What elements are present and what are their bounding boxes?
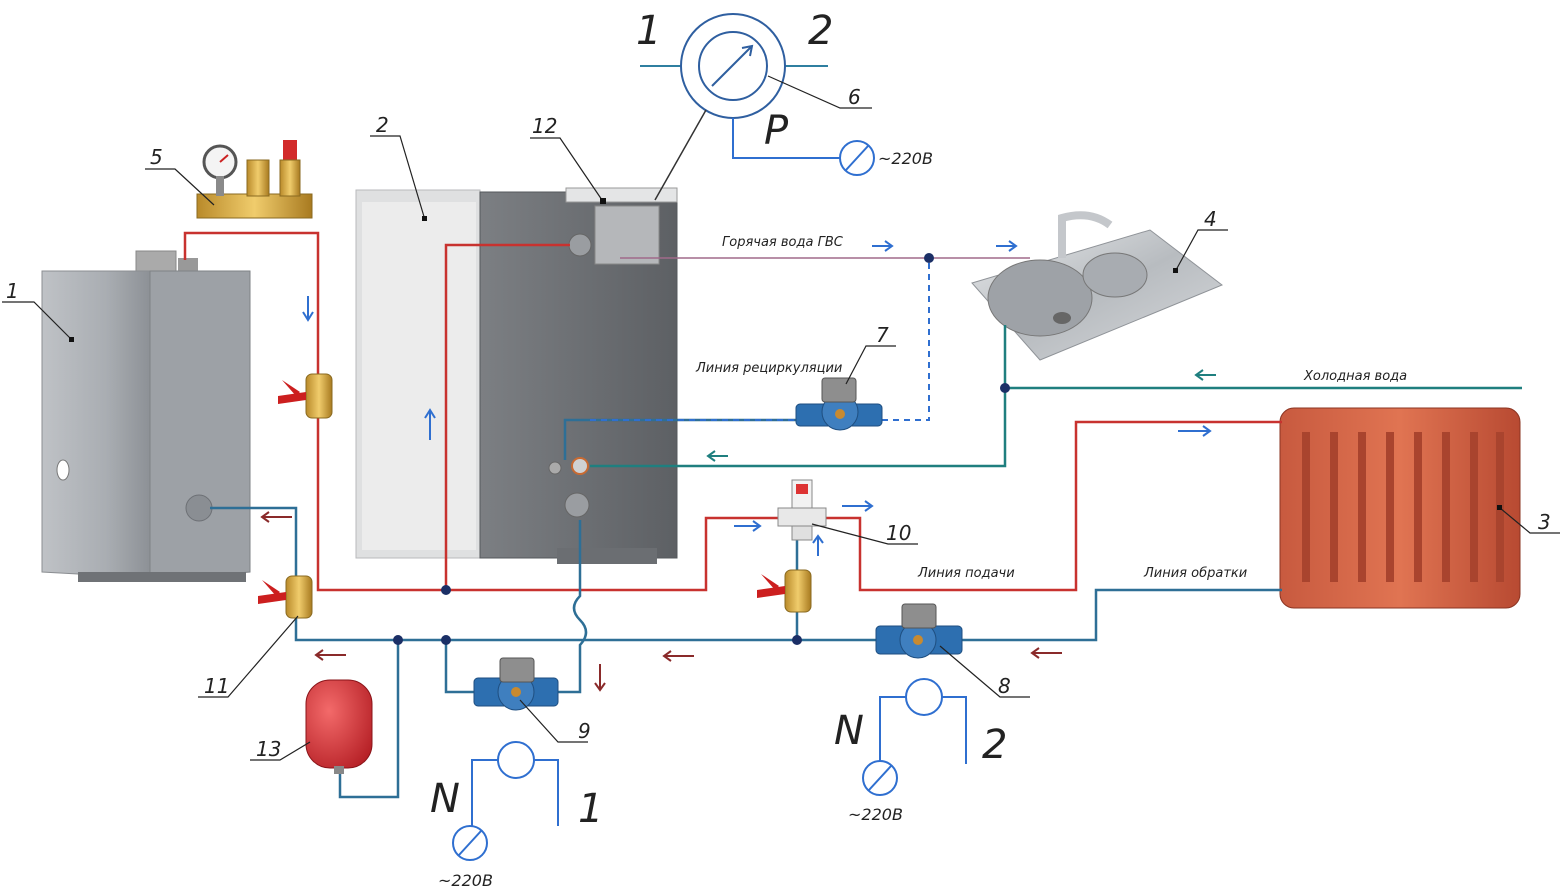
pump8-voltage: ~220В — [848, 805, 903, 824]
callout-sink: 4 — [1204, 207, 1217, 231]
pump9-neutral: N — [430, 776, 460, 822]
pump9-electrics — [452, 741, 559, 861]
callout-tank-pump: 9 — [578, 719, 591, 743]
recirculation-dashed — [590, 258, 930, 421]
ball-valve-return — [258, 575, 313, 619]
ball-valve-supply — [278, 373, 333, 419]
pump8-terminal-2: 2 — [982, 722, 1007, 768]
water-heater-tank — [355, 187, 678, 564]
callout-boiler: 1 — [6, 279, 19, 303]
cold-water-pipes — [590, 325, 1522, 468]
pressure-label: P — [764, 108, 789, 154]
expansion-tank — [305, 679, 373, 774]
pipe-junctions — [393, 253, 1010, 645]
recirculation-pump — [795, 377, 883, 431]
boiler — [41, 250, 251, 582]
leader-lines — [2, 75, 1560, 761]
callout-safety-group: 5 — [150, 145, 163, 169]
tank-pump — [473, 657, 559, 711]
safety-group — [196, 140, 313, 219]
callout-thermostat: 12 — [532, 114, 557, 138]
cold-water-label: Холодная вода — [1303, 369, 1407, 384]
return-pipes — [210, 418, 1282, 799]
pump9-terminal-1: 1 — [578, 786, 603, 832]
ps-voltage: ~220В — [878, 149, 933, 168]
hot-water-label: Горячая вода ГВС — [722, 235, 844, 250]
pump9-voltage: ~220В — [438, 871, 493, 890]
junction-dots-small — [69, 198, 1502, 510]
heating-pump — [875, 603, 963, 659]
ball-valve-bypass — [757, 569, 812, 613]
callout-three-way-valve: 10 — [886, 521, 911, 545]
ps-terminal-2: 2 — [808, 8, 833, 54]
callout-expansion-tank: 13 — [256, 737, 281, 761]
pump8-neutral: N — [834, 708, 864, 754]
callout-pressure-switch: 6 — [848, 85, 861, 109]
kitchen-sink — [971, 211, 1223, 361]
recirculation-label: Линия рециркуляции — [695, 361, 842, 376]
callout-recirc-pump: 7 — [876, 323, 889, 347]
pressure-switch — [640, 13, 875, 201]
supply-pipes — [183, 231, 1282, 592]
callout-tank: 2 — [376, 113, 389, 137]
supply-line-label: Линия подачи — [917, 566, 1015, 581]
callout-ball-valve: 11 — [204, 674, 229, 698]
flow-arrows — [260, 240, 1216, 692]
return-line-label: Линия обратки — [1143, 566, 1247, 581]
three-way-valve — [777, 479, 827, 541]
pump8-electrics — [862, 678, 967, 796]
cast-iron-radiator — [1279, 407, 1521, 609]
ps-terminal-1: 1 — [636, 8, 661, 54]
callout-radiator: 3 — [1538, 510, 1551, 534]
callout-heating-pump: 8 — [998, 674, 1011, 698]
